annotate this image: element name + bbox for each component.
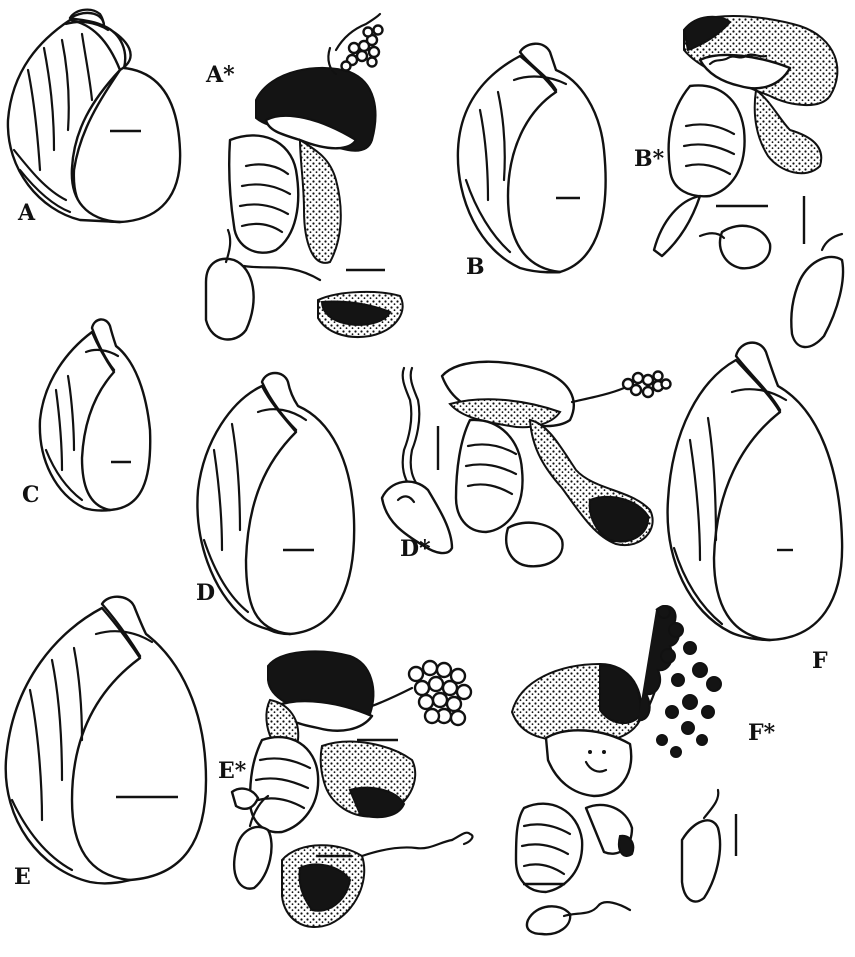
panel-label-b-star: B* <box>634 146 665 172</box>
shell-e <box>6 597 206 884</box>
panel-label-f: F <box>812 648 828 674</box>
shell-f <box>668 343 843 640</box>
panel-label-a-star: A* <box>205 62 235 88</box>
anatomy-a-star <box>206 14 403 339</box>
gland-cluster-f <box>638 606 721 757</box>
shell-d <box>197 373 354 634</box>
shell-c <box>40 319 150 510</box>
panel-label-a: A <box>17 200 36 226</box>
panel-label-e: E <box>14 864 31 890</box>
gland-cluster-e <box>409 661 471 725</box>
anatomy-b-star <box>654 16 843 347</box>
panel-label-e-star: E* <box>218 758 247 784</box>
anatomy-e-star <box>232 651 472 927</box>
shell-a <box>8 10 180 222</box>
gland-cluster-d <box>623 372 671 398</box>
panel-label-c: C <box>22 482 40 508</box>
gland-cluster-a <box>342 26 383 71</box>
panel-label-d-star: D* <box>400 536 431 562</box>
shell-b <box>458 44 606 273</box>
panel-label-d: D <box>196 580 215 606</box>
panel-label-b: B <box>466 254 485 280</box>
panel-label-f-star: F* <box>748 720 776 746</box>
anatomy-f-star <box>512 606 736 934</box>
